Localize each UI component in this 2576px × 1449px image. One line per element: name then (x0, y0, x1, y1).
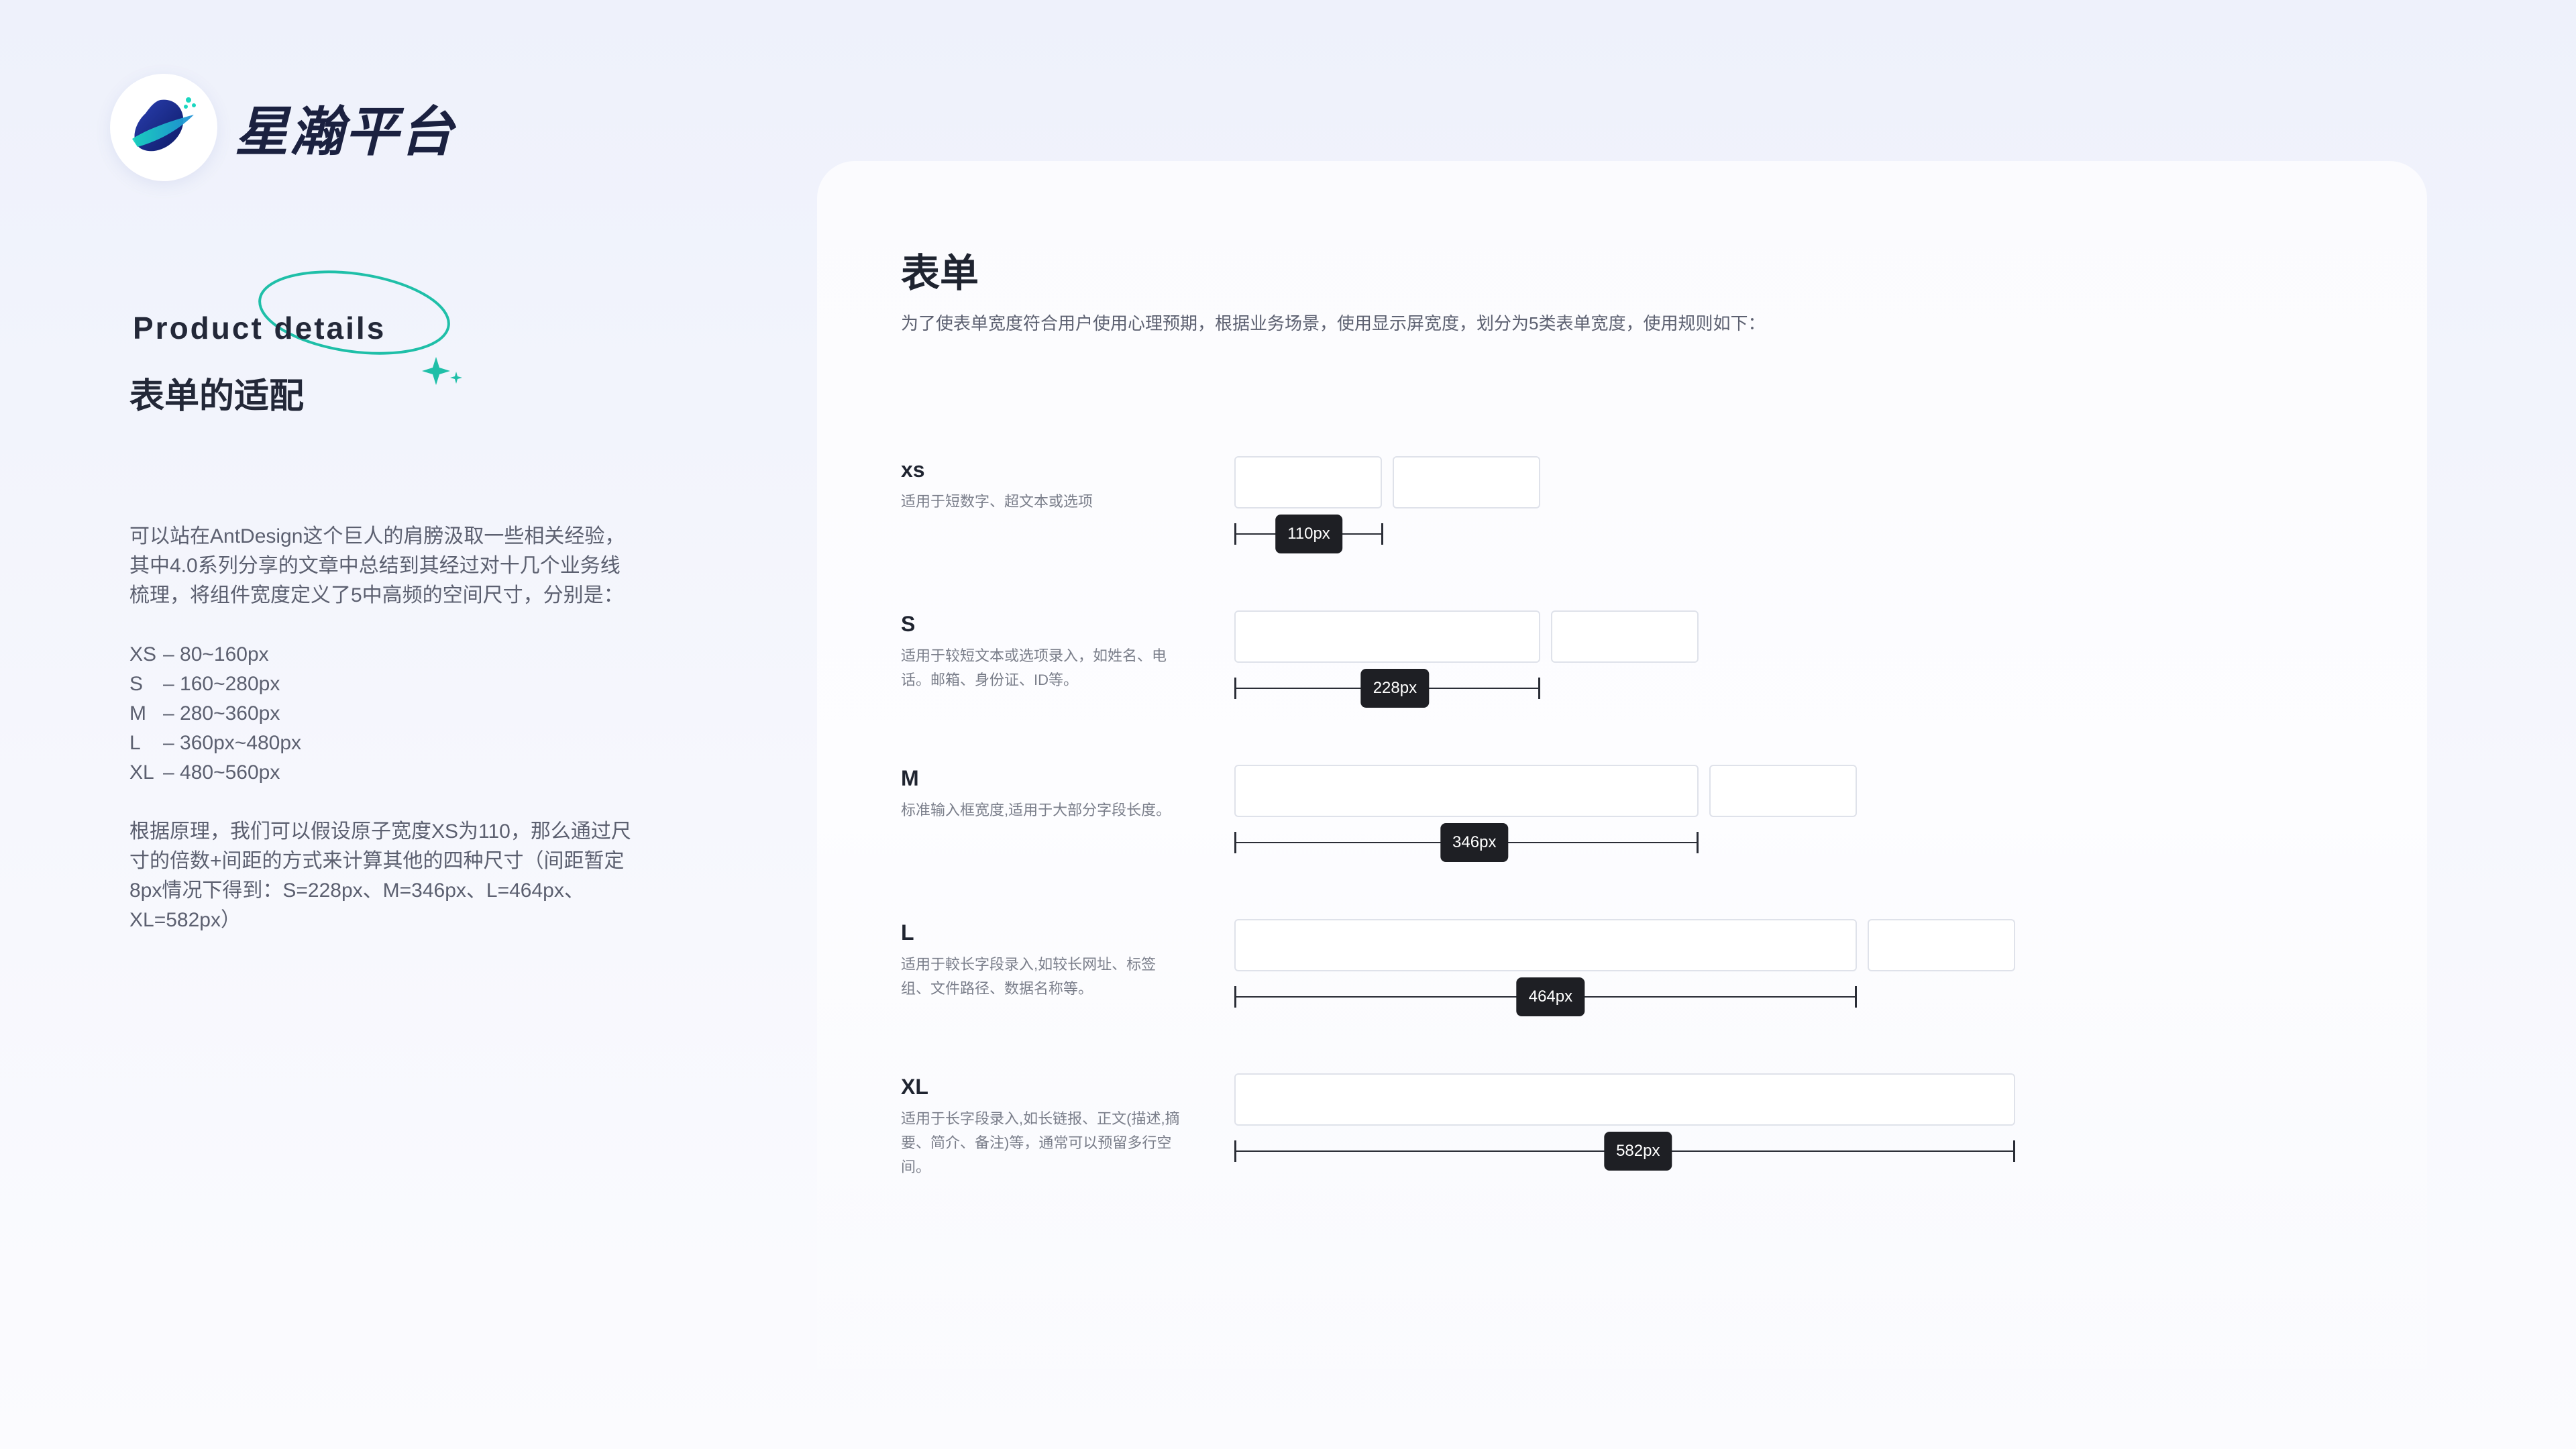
size-range: – 160~280px (163, 673, 280, 695)
size-item: S – 160~280px (129, 669, 666, 699)
measure-xl: 582px (1234, 1132, 2015, 1171)
measure-l: 464px (1234, 977, 1857, 1016)
sample-input-m-secondary[interactable] (1709, 765, 1857, 817)
size-key: L (129, 732, 141, 754)
sample-input-xs[interactable] (1234, 456, 1382, 508)
intro-line: 梳理，将组件宽度定义了5中高频的空间尺寸，分别是： (129, 584, 624, 606)
row-desc-m: 标准输入框宽度,适用于大部分字段长度。 (901, 802, 1171, 818)
row-label-xl: XL (901, 1075, 928, 1099)
width-badge-xs: 110px (1275, 515, 1342, 553)
planet-logo-icon (132, 97, 196, 152)
brand-name: 星瀚平台 (235, 102, 455, 162)
size-item: M – 280~360px (129, 699, 666, 729)
conclusion-line: XL=582px） (129, 909, 241, 931)
size-list: XS – 80~160px S – 160~280px M – 280~360p… (129, 640, 666, 788)
conclusion-line: 寸的倍数+间距的方式来计算其他的四种尺寸（间距暂定 (129, 850, 625, 872)
sample-input-s-secondary[interactable] (1551, 610, 1699, 663)
row-label-s: S (901, 612, 916, 636)
sample-input-xl[interactable] (1234, 1073, 2015, 1126)
measure-s: 228px (1234, 669, 1540, 708)
size-key: XS (129, 643, 157, 665)
product-details-title: Product details (133, 311, 386, 345)
intro-line: 其中4.0系列分享的文章中总结到其经过对十几个业务线 (129, 555, 621, 577)
row-desc-s: 适用于较短文本或选项录入，如姓名、电话。邮箱、身份证、ID等。 (901, 647, 1167, 688)
conclusion-line: 根据原理，我们可以假设原子宽度XS为110，那么通过尺 (129, 820, 631, 843)
sample-input-l[interactable] (1234, 919, 1857, 971)
size-range: – 280~360px (163, 702, 280, 724)
conclusion-line: 8px情况下得到：S=228px、M=346px、L=464px、 (129, 879, 584, 902)
size-item: L – 360px~480px (129, 729, 666, 758)
logo-badge (110, 74, 217, 181)
sample-input-l-secondary[interactable] (1868, 919, 2015, 971)
sample-input-m[interactable] (1234, 765, 1699, 817)
row-label-m: M (901, 766, 919, 790)
brand-logo: 星瀚平台 (110, 74, 455, 181)
row-label-xs: xs (901, 458, 925, 482)
width-badge-l: 464px (1516, 977, 1585, 1016)
measure-m: 346px (1234, 823, 1699, 862)
size-range: – 80~160px (163, 643, 269, 665)
size-range: – 360px~480px (163, 732, 302, 754)
row-desc-xl: 适用于长字段录入,如长链报、正文(描述,摘要、简介、备注)等，通常可以预留多行空… (901, 1110, 1180, 1175)
size-key: XL (129, 761, 154, 784)
sample-input-s[interactable] (1234, 610, 1540, 663)
intro-line: 可以站在AntDesign这个巨人的肩膀汲取一些相关经验， (129, 525, 625, 547)
row-label-l: L (901, 920, 914, 945)
description-block: 可以站在AntDesign这个巨人的肩膀汲取一些相关经验， 其中4.0系列分享的… (129, 522, 666, 935)
section-heading: 表单的适配 (129, 377, 305, 416)
size-key: M (129, 702, 146, 724)
card-subtitle: 为了使表单宽度符合用户使用心理预期，根据业务场景，使用显示屏宽度，划分为5类表单… (901, 313, 1766, 333)
width-badge-s: 228px (1360, 669, 1430, 708)
width-badge-xl: 582px (1604, 1132, 1672, 1171)
width-badge-m: 346px (1440, 823, 1509, 862)
sample-input-xs-secondary[interactable] (1393, 456, 1540, 508)
size-key: S (129, 673, 144, 695)
card-title: 表单 (901, 252, 979, 295)
highlight-oval-icon (258, 270, 462, 385)
size-range: – 480~560px (163, 761, 280, 784)
row-desc-l: 适用于較长字段录入,如较长网址、标签组、文件路径、数据名称等。 (901, 956, 1157, 997)
row-desc-xs: 适用于短数字、超文本或选项 (901, 493, 1093, 510)
size-item: XL – 480~560px (129, 758, 666, 788)
size-item: XS – 80~160px (129, 640, 666, 669)
measure-xs: 110px (1234, 515, 1383, 553)
